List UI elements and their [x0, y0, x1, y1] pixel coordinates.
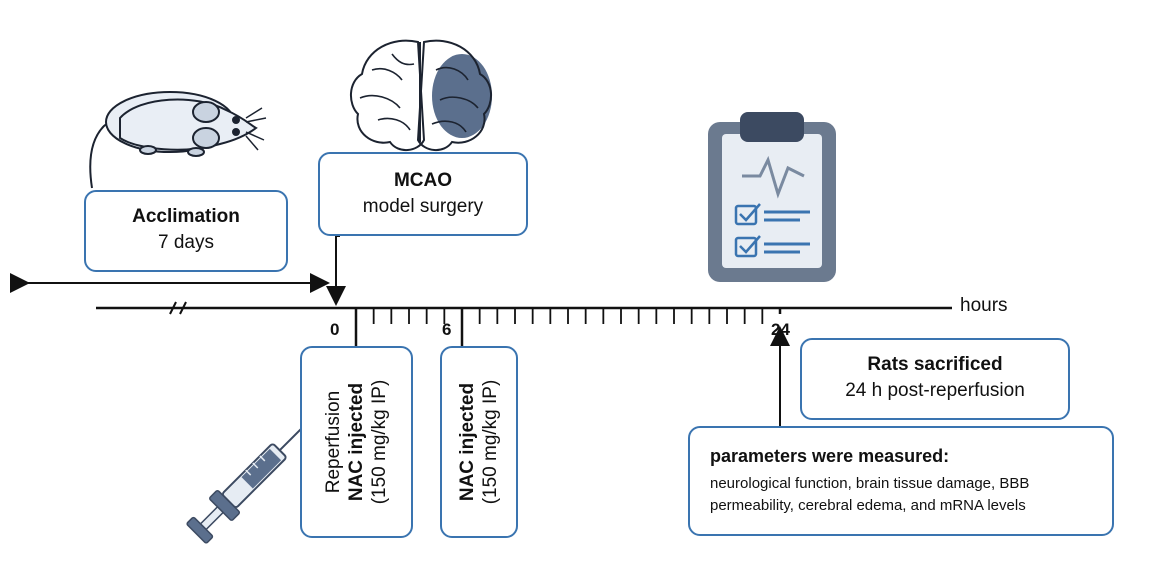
- brain-icon: [350, 39, 492, 151]
- mcao-box: MCAO model surgery: [318, 152, 528, 236]
- parameters-box: parameters were measured: neurological f…: [688, 426, 1114, 536]
- reperfusion-nac-label: NAC injected: [345, 382, 367, 502]
- clipboard-icon: [708, 112, 836, 282]
- mcao-subtitle: model surgery: [362, 196, 484, 217]
- mcao-title: MCAO: [393, 170, 453, 191]
- parameters-line-1: neurological function, brain tissue dama…: [710, 475, 1030, 492]
- tick-label-0: 0: [330, 320, 340, 339]
- reperfusion-dose-label: (150 mg/kg IP): [369, 379, 391, 505]
- rat-icon: [89, 91, 267, 189]
- acclimation-title: Acclimation: [132, 206, 240, 227]
- second-injection-box: NAC injected (150 mg/kg IP): [440, 346, 518, 538]
- sacrifice-title: Rats sacrificed: [867, 354, 1003, 375]
- reperfusion-box: Reperfusion NAC injected (150 mg/kg IP): [300, 346, 413, 538]
- tick-label-24: 24: [771, 320, 790, 339]
- reperfusion-label: Reperfusion: [322, 390, 344, 494]
- acclimation-box: Acclimation 7 days: [84, 190, 288, 272]
- mcao-pointer-arrow: [326, 235, 346, 306]
- second-injection-dose-label: (150 mg/kg IP): [480, 379, 501, 505]
- parameters-line-2: permeability, cerebral edema, and mRNA l…: [710, 496, 1026, 514]
- syringe-icon: [186, 411, 319, 544]
- sacrifice-subtitle: 24 h post-reperfusion: [845, 380, 1025, 401]
- timeline-axis: [96, 301, 952, 315]
- timeline-ticks: [354, 308, 782, 348]
- tick-label-6: 6: [442, 320, 452, 339]
- parameters-title: parameters were measured:: [710, 446, 950, 466]
- acclimation-duration: 7 days: [158, 232, 214, 253]
- sacrifice-box: Rats sacrificed 24 h post-reperfusion: [800, 338, 1070, 420]
- second-injection-nac-label: NAC injected: [456, 382, 478, 502]
- timeline-unit-label: hours: [960, 295, 1008, 316]
